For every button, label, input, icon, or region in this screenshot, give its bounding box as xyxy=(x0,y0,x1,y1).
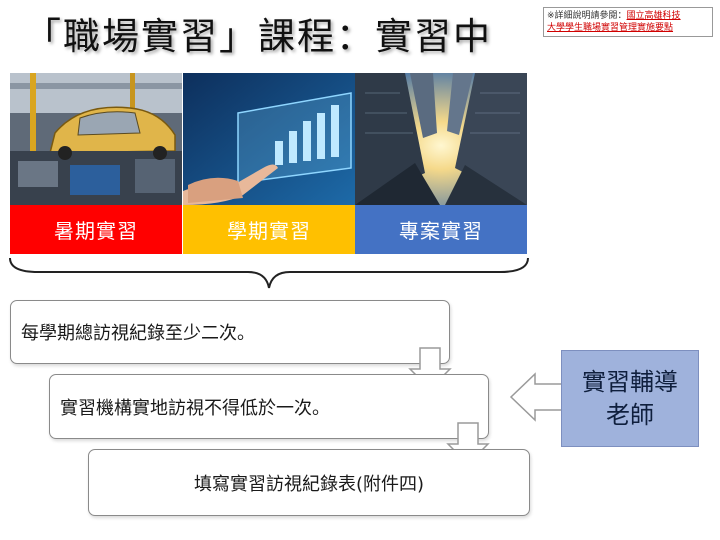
advisor-teacher-box: 實習輔導 老師 xyxy=(561,350,699,447)
regulation-link-line1[interactable]: 國立高雄科技 xyxy=(626,11,681,21)
flow-step-1: 每學期總訪視紀錄至少二次。 xyxy=(10,300,450,364)
step-2-text: 實習機構實地訪視不得低於一次。 xyxy=(60,397,330,419)
panel-project-internship: 專案實習 xyxy=(355,73,527,254)
car-factory-photo xyxy=(10,73,182,205)
reference-note: ※詳細說明請參閱：國立高雄科技 大學學生職場實習管理實施要點 xyxy=(543,7,713,37)
panel-summer-internship: 暑期實習 xyxy=(10,73,182,254)
step-1-text: 每學期總訪視紀錄至少二次。 xyxy=(21,323,255,344)
note-prefix: ※詳細說明請參閱： xyxy=(547,11,627,21)
panel-label-semester: 學期實習 xyxy=(183,205,355,254)
regulation-link-line2[interactable]: 大學學生職場實習管理實施要點 xyxy=(547,23,674,33)
step-3-text: 填寫實習訪視紀錄表(附件四) xyxy=(193,473,425,495)
panel-label-project: 專案實習 xyxy=(355,205,527,254)
panel-semester-internship: 學期實習 xyxy=(183,73,355,254)
teacher-line2: 老師 xyxy=(606,400,654,429)
curly-brace xyxy=(9,257,529,289)
flow-step-2: 實習機構實地訪視不得低於一次。 xyxy=(49,374,489,439)
bar-chart-hand-photo xyxy=(183,73,355,205)
teacher-line1: 實習輔導 xyxy=(582,367,678,396)
flow-step-3: 填寫實習訪視紀錄表(附件四) xyxy=(88,449,530,516)
left-arrow-icon xyxy=(509,372,564,422)
skyscrapers-photo xyxy=(355,73,527,205)
page-title: 「職場實習」課程：實習中 xyxy=(24,15,492,58)
panel-label-summer: 暑期實習 xyxy=(10,205,182,254)
